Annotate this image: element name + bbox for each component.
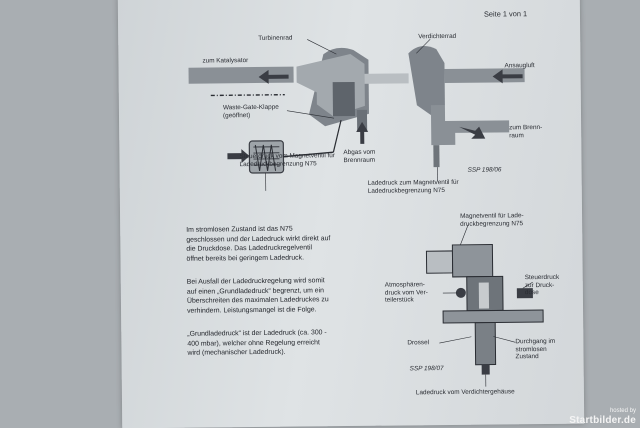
- wastegate-chamber: [332, 81, 356, 117]
- label-atmosphaerendruck: Atmosphären- druck vom Ver- teilerstück: [384, 281, 428, 304]
- watermark-hosted-by: hosted by: [609, 408, 636, 414]
- watermark: hosted by Startbilder.de: [569, 408, 636, 426]
- crossbar-port: [442, 309, 544, 324]
- compressor-housing: [408, 46, 445, 116]
- boost-line: [433, 145, 440, 168]
- intake-pipe: [444, 68, 525, 84]
- outlet-tube: [474, 321, 497, 366]
- control-pressure-arrow: [227, 149, 250, 164]
- document-page: Seite 1 von 1: [117, 0, 585, 428]
- exhaust-in-arrow: [356, 121, 369, 144]
- actuator-spring: [254, 144, 277, 172]
- turbocharger-diagram: [188, 38, 525, 191]
- solenoid-valve-diagram: [425, 224, 544, 387]
- connector: [425, 250, 454, 274]
- label-ladedruck-verdichter: Ladedruck vom Verdichtergehäuse: [415, 388, 515, 397]
- atmosphere-port: [455, 287, 466, 298]
- control-port: [516, 288, 533, 299]
- exhaust-arrow: [258, 69, 289, 84]
- watermark-site: Startbilder.de: [569, 415, 636, 426]
- intake-arrow: [492, 69, 523, 84]
- label-ssp-2: SSP 198/07: [409, 365, 444, 373]
- label-drossel: Drossel: [407, 339, 430, 347]
- valve-housing: [451, 244, 494, 278]
- label-magnetventil: Magnetventil für Lade- druckbegrenzung N…: [460, 212, 524, 228]
- charge-arrow: [459, 126, 486, 139]
- charge-pipe: [430, 105, 510, 146]
- label-steuerdruck-dose: Steuerdruck zur Druck- dose: [524, 273, 560, 297]
- actuator-rod: [283, 151, 334, 158]
- label-durchgang: Durchgang im stromlosen Zustand: [515, 337, 556, 361]
